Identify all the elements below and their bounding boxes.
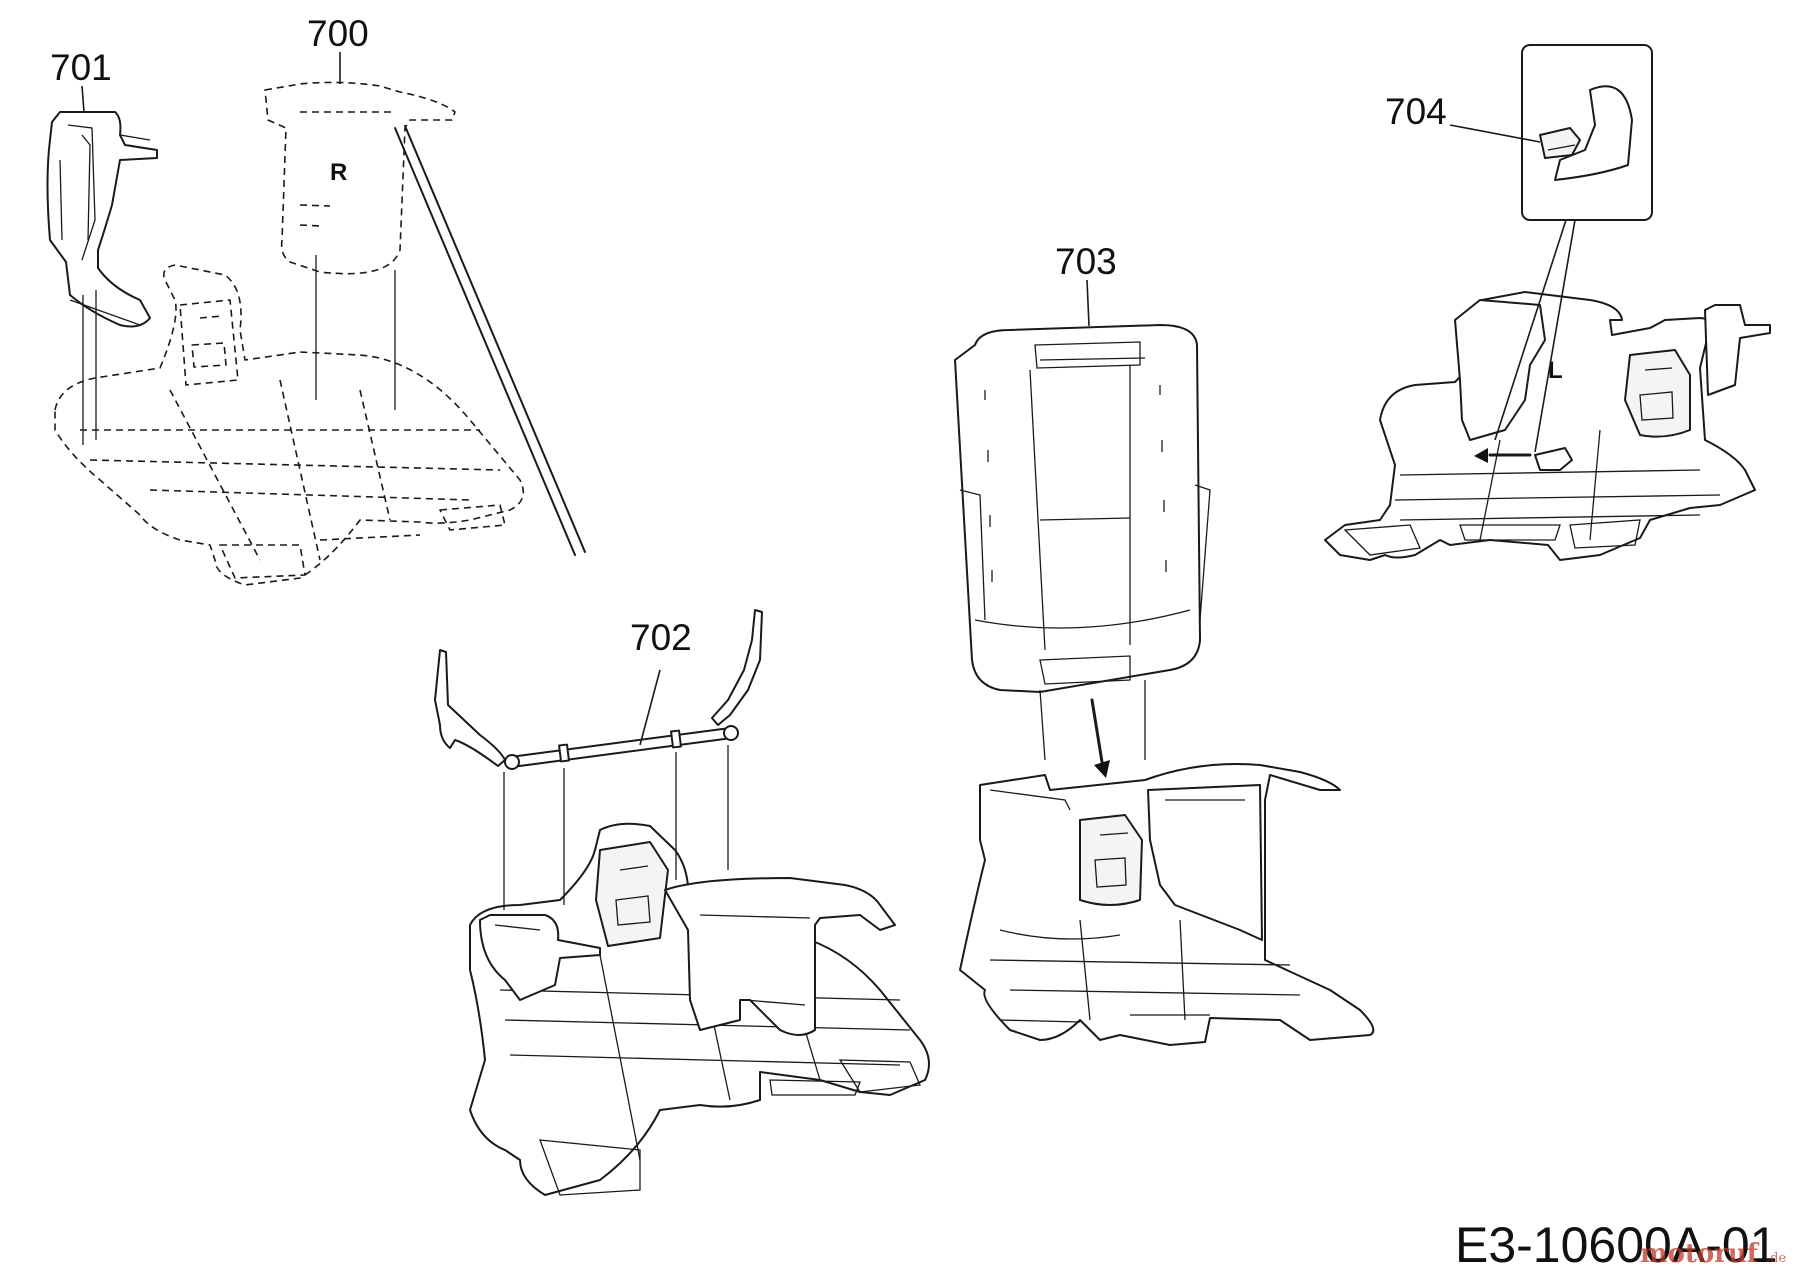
callout-label-701: 701 — [50, 47, 112, 88]
callout-701: 701 — [50, 47, 112, 113]
side-label-left: L — [1548, 357, 1563, 384]
part-701-pedal-mount — [46, 111, 158, 445]
assembly-footrest-seat — [959, 763, 1375, 1046]
assembly-footrest-left: L — [1324, 291, 1771, 561]
support-rod — [394, 125, 586, 556]
callout-label-703: 703 — [1055, 241, 1117, 282]
side-label-right: R — [330, 159, 347, 186]
callout-703: 703 — [1055, 241, 1117, 327]
alignment-lines-700 — [315, 255, 396, 410]
part-700-side-panel-right: R — [264, 81, 456, 275]
part-704-clip-detail — [1449, 44, 1653, 453]
assembly-footrest-dashed — [54, 264, 525, 586]
callout-label-700: 700 — [307, 13, 369, 54]
part-703-seat — [954, 324, 1211, 693]
seat-mount-holes — [984, 385, 1167, 582]
part-702-stabiliser-rod — [434, 609, 763, 910]
watermark-brand: motoruf — [1640, 1239, 1760, 1269]
figure-code: E3-10600A-01 — [1455, 1217, 1777, 1272]
watermark-suffix: .de — [1766, 1251, 1786, 1266]
callout-702: 702 — [630, 617, 692, 658]
callout-700: 700 — [307, 13, 369, 84]
seat-installation-arrow — [1039, 680, 1146, 778]
assembly-footrest-rod — [469, 822, 930, 1196]
callout-label-702: 702 — [630, 617, 692, 658]
callout-label-704: 704 — [1385, 91, 1447, 132]
callout-704: 704 — [1385, 91, 1447, 132]
